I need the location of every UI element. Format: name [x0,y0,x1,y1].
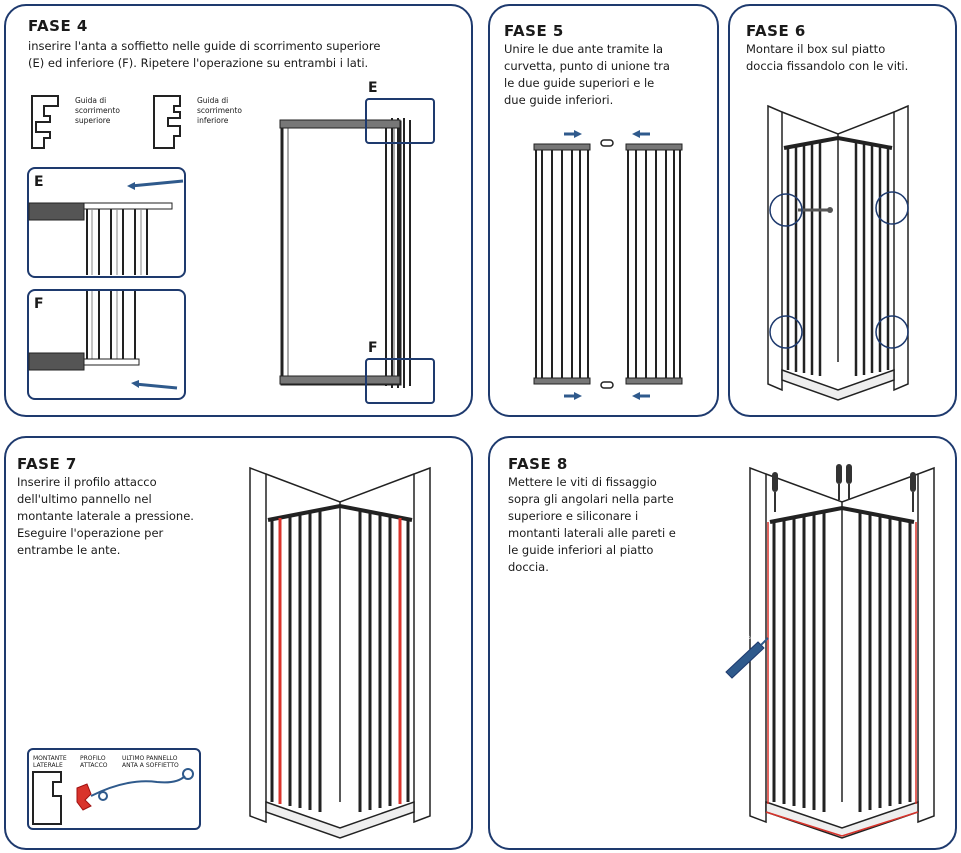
fase-4-door-frame [279,118,411,388]
fase-5-drawing [533,130,683,400]
door-label-e: E [368,80,378,96]
fase-7-profile-drawing [32,768,194,825]
inset-e [27,167,186,278]
inset-e-drawing [28,179,184,275]
lbl-montante-laterale: MONTANTE LATERALE [33,755,67,769]
fase-7-profile-inset [27,748,201,830]
lbl-profilo-attacco: PROFILO ATTACCO [80,755,108,769]
fase-4-title: FASE 4 [28,17,88,35]
inset-f-drawing [28,291,178,390]
guide-superior-label: Guida di scorrimento superiore [75,96,120,125]
callout-f-box [365,358,435,404]
fase-6-title: FASE 6 [746,22,806,40]
fase-4-text: inserire l'anta a soffietto nelle guide … [28,39,381,70]
guide-superior-profile [31,95,59,149]
callout-e-box [365,98,435,144]
lbl-ultimo-pannello: ULTIMO PANNELLO ANTA A SOFFIETTO [122,755,179,769]
guide-inferior-label: Guida di scorrimento inferiore [197,96,242,125]
fase-5-title: FASE 5 [504,22,564,40]
fase-6-text: Montare il box sul piatto doccia fissand… [746,42,909,73]
fase-7-text: Inserire il profilo attacco dell'ultimo … [17,475,194,557]
fase-8-text: Mettere le viti di fissaggio sopra gli a… [508,475,676,574]
fase-8-drawing [725,464,935,839]
guide-inferior-profile [153,95,181,149]
inset-f [27,289,186,400]
panel-fase-6 [728,4,957,417]
panel-fase-7 [4,436,473,850]
door-label-f: F [368,340,378,356]
fase-5-text: Unire le due ante tramite la curvetta, p… [504,42,670,107]
fase-6-drawing [767,104,909,401]
fase-7-drawing [249,466,431,839]
inset-f-label: F [34,296,44,312]
inset-e-label: E [34,174,44,190]
screwdriver-icon [772,472,778,512]
fase-8-title: FASE 8 [508,455,568,473]
fase-7-title: FASE 7 [17,455,77,473]
